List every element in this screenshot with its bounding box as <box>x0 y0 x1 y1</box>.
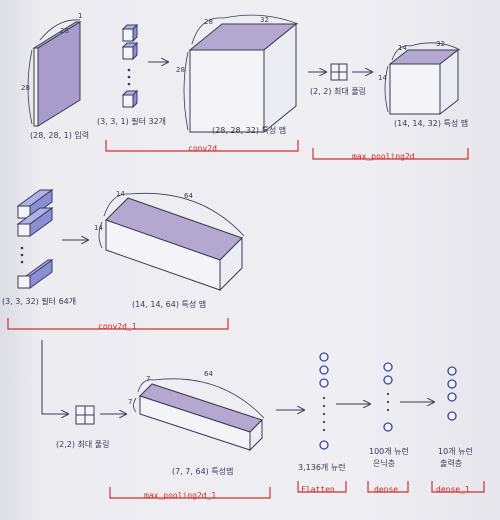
fmap1-dim-left: 28 <box>176 66 185 74</box>
filter-64-stack <box>16 189 54 289</box>
filter-32-stack <box>121 23 139 109</box>
fmap2p-dim-top-left: 7 <box>146 375 150 383</box>
maxpool-bracket <box>312 148 469 160</box>
fmap2-dim-top-left: 14 <box>116 190 125 198</box>
maxpool-label: max_pooling2d <box>352 152 415 161</box>
dense-bracket <box>367 481 409 493</box>
fmap1p-caption: (14, 14, 32) 특성 맵 <box>394 118 468 128</box>
hidden-caption-b: 은닉층 <box>373 459 395 468</box>
output-caption-a: 10개 뉴런 <box>438 446 473 456</box>
hidden-dense-neurons <box>383 362 393 432</box>
dense-1-label: dense_1 <box>436 485 470 494</box>
input-dim-top: 28 <box>60 27 69 35</box>
output-caption-b: 출력층 <box>440 458 462 468</box>
maxpool-2-grid-icon <box>75 405 95 425</box>
maxpool-1-bracket <box>109 487 271 499</box>
maxpool-2x2-grid-icon <box>330 63 348 81</box>
hidden-caption-a: 100개 뉴런 <box>369 446 409 456</box>
fmap2-dim-top: 64 <box>184 192 193 200</box>
filter2-caption: (3, 3, 32) 필터 64개 <box>2 296 76 306</box>
feature-map-7x7x64 <box>133 378 265 452</box>
feature-map-14x14x64 <box>98 192 245 292</box>
flatten-bracket <box>297 481 347 493</box>
feature-map-14x14x32 <box>384 42 461 116</box>
fmap1-dim-top-a: 28 <box>204 18 213 26</box>
fmap2-dim-left: 14 <box>94 224 103 232</box>
pool2-caption: (2,2) 최대 풀링 <box>56 439 110 449</box>
fmap1-dim-top-b: 32 <box>260 16 269 24</box>
conv2d-1-label: conv2d_1 <box>98 322 137 331</box>
fmap2p-dim-left: 7 <box>128 398 132 406</box>
arrow-to-pool2 <box>41 340 68 414</box>
filter1-caption: (3, 3, 1) 필터 32개 <box>97 116 166 126</box>
dense-1-bracket <box>431 481 485 493</box>
dense-label: dense <box>374 485 398 494</box>
input-caption: (28, 28, 1) 입력 <box>30 130 89 140</box>
input-dim-left: 28 <box>21 84 30 92</box>
maxpool-1-label: max_pooling2d_1 <box>144 491 216 500</box>
pool1-caption: (2, 2) 최대 풀링 <box>310 86 366 96</box>
input-image-block <box>27 19 82 127</box>
flatten-label: Flatten <box>301 485 335 494</box>
fmap1p-dim-left: 14 <box>378 74 387 82</box>
fmap2-caption: (14, 14, 64) 특성 맵 <box>132 299 206 309</box>
conv2d-bracket <box>105 140 299 152</box>
fmap1-caption: (28, 28, 32) 특성 맵 <box>212 125 286 135</box>
fmap2p-dim-top: 64 <box>204 370 213 378</box>
conv2d-label: conv2d <box>188 144 217 153</box>
fmap1p-dim-top-a: 14 <box>398 44 407 52</box>
fmap2p-caption: (7, 7, 64) 특성맵 <box>172 466 233 476</box>
feature-map-28x28x32 <box>183 14 299 134</box>
conv2d-1-bracket <box>7 318 229 330</box>
input-dim-corner: 1 <box>78 12 82 20</box>
flatten-neurons <box>319 352 329 450</box>
fmap1p-dim-top-b: 32 <box>436 40 445 48</box>
output-dense-neurons <box>447 366 457 421</box>
flatten-caption: 3,136개 뉴런 <box>298 462 346 472</box>
